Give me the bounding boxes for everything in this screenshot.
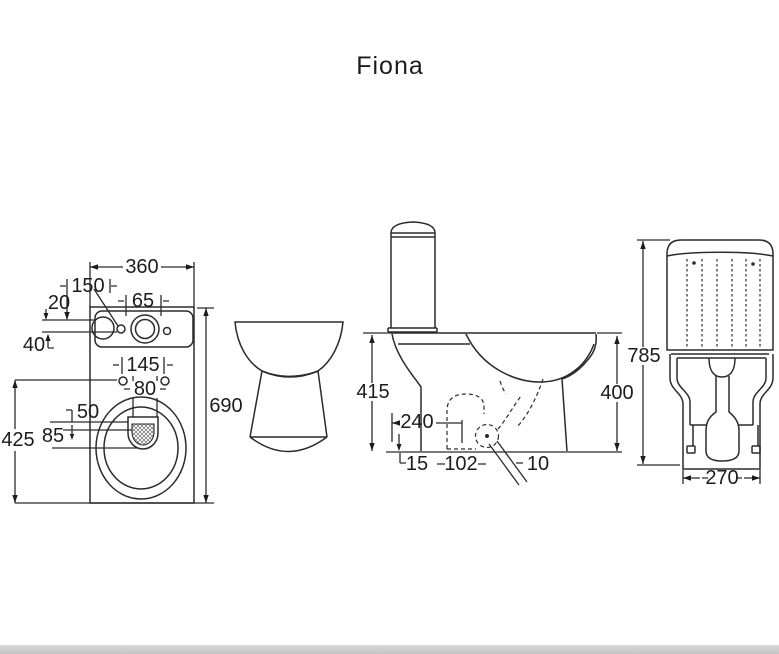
- side-view: 415 240 15 102 10 400: [356, 221, 634, 486]
- dim-wall-gap: 15: [396, 434, 428, 475]
- dim-width: 360: [89, 256, 195, 307]
- dim-back-offset-value: 40: [23, 334, 45, 356]
- dim-base-width: 270: [682, 467, 761, 489]
- dim-tank-shelf-height: 415: [356, 332, 391, 451]
- dim-outlet-distance: 102: [437, 453, 486, 475]
- dim-trap-depth-value: 240: [400, 411, 433, 433]
- dim-outlet-offset: 50: [50, 401, 132, 431]
- dim-slope: 10: [488, 440, 549, 486]
- top-view-body-outline: [89, 306, 195, 504]
- dim-button-width-value: 65: [132, 290, 154, 312]
- dim-outlet-width-value: 85: [42, 425, 64, 447]
- silhouette-bowl-underside: [261, 370, 319, 378]
- side-view-bowl: [391, 332, 597, 452]
- silhouette-pedestal: [249, 370, 328, 438]
- dim-trap-depth: 240: [391, 411, 463, 443]
- dim-outlet-from-front: 425: [1, 379, 214, 504]
- front-view-cistern-flutes: [686, 259, 761, 347]
- front-view-pedestal: [669, 354, 774, 470]
- dim-holes-span: 150: [60, 275, 119, 327]
- bowl-silhouette-view: [234, 321, 344, 453]
- front-view: 785 270: [627, 239, 774, 489]
- page-bottom-divider: [0, 645, 779, 654]
- silhouette-bowl: [234, 321, 344, 378]
- dim-flush-hole-width-value: 80: [134, 378, 156, 400]
- product-title: Fiona: [356, 52, 424, 80]
- top-view-lid-holes: [91, 314, 172, 344]
- top-view-cistern-lid: [94, 310, 194, 348]
- top-view-seat-holes: [118, 376, 170, 386]
- dim-tank-shelf-height-value: 415: [356, 381, 389, 403]
- dim-holes-span-value: 150: [71, 275, 104, 297]
- silhouette-foot: [249, 436, 328, 453]
- dim-wall-gap-value: 15: [406, 453, 428, 475]
- side-view-trapway-hidden: [446, 378, 544, 450]
- dim-hole-offset-value: 20: [48, 292, 70, 314]
- dim-outlet-offset-value: 50: [77, 401, 99, 423]
- dim-rim-height-value: 400: [600, 382, 633, 404]
- dim-back-offset: 40: [23, 319, 117, 356]
- dim-total-height: 785: [627, 239, 680, 466]
- dim-seat-holes-span-value: 145: [126, 354, 159, 376]
- side-view-cistern: [387, 221, 438, 333]
- dim-seat-holes-span: 145: [113, 354, 173, 376]
- front-view-cistern: [666, 239, 774, 355]
- dim-slope-value: 10: [527, 453, 549, 475]
- dim-flush-hole-width: 80: [124, 376, 166, 417]
- dim-base-width-value: 270: [705, 467, 738, 489]
- top-view-outlet-hatch: [127, 416, 159, 450]
- top-view: 360 150 20 65 40 145: [1, 256, 243, 504]
- dim-outlet-from-front-value: 425: [1, 429, 34, 451]
- dim-hole-offset: 20: [43, 292, 70, 320]
- dim-total-height-value: 785: [627, 345, 660, 367]
- dim-total-depth-value: 690: [209, 395, 242, 417]
- dim-width-value: 360: [125, 256, 158, 278]
- dim-button-width: 65: [118, 290, 169, 316]
- dim-outlet-distance-value: 102: [444, 453, 477, 475]
- dim-total-depth: 690: [197, 307, 243, 503]
- dim-outlet-width: 85: [42, 425, 137, 449]
- dim-rim-height: 400: [597, 332, 634, 453]
